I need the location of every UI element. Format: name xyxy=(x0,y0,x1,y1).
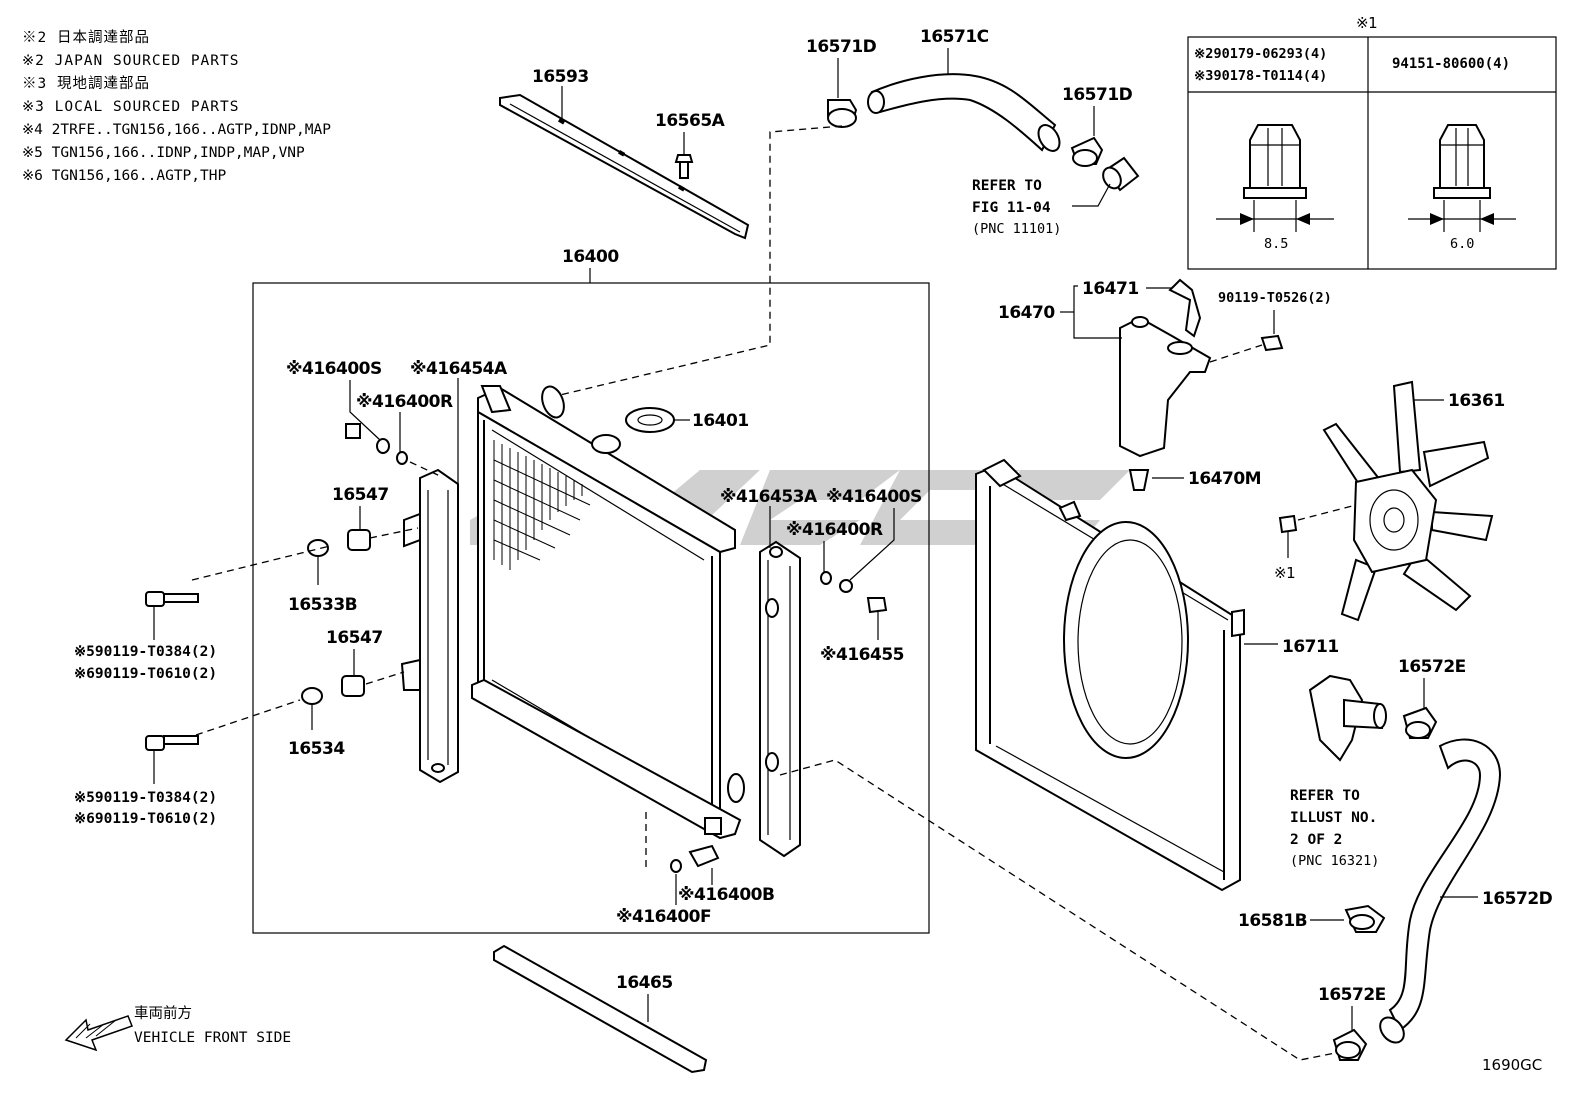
dim-right: 6.0 xyxy=(1450,236,1474,252)
table-right-header: 94151-80600(4) xyxy=(1392,56,1510,72)
label-16400F: ※416400F xyxy=(616,907,711,927)
label-16471: 16471 xyxy=(1082,279,1139,299)
label-16400R-a: ※416400R xyxy=(356,392,453,412)
refer-illust-line4: (PNC 16321) xyxy=(1290,853,1379,869)
label-16565A: 16565A xyxy=(655,111,726,131)
nut-spec-table: ※1 ※290179-06293(4) ※390178-T0114(4) 941… xyxy=(1187,14,1557,270)
upper-hose-group: 16571D 16571C 16571D xyxy=(806,27,1140,192)
refer-illust-line2: ILLUST NO. xyxy=(1290,810,1377,826)
label-16400B: ※416400B xyxy=(678,885,774,905)
nut-icon-left: 8.5 xyxy=(1216,124,1334,252)
part-16470-reservoir: 16471 16470 90119-T0526(2) 16470M xyxy=(998,278,1332,491)
label-16534: 16534 xyxy=(288,739,345,759)
leader-upper-hose xyxy=(559,125,843,396)
label-16547-b: 16547 xyxy=(326,628,383,648)
label-16400S-b: ※416400S xyxy=(826,487,922,507)
bushing-group: 16547 16533B 16547 16534 xyxy=(191,485,419,759)
label-16571D-b: 16571D xyxy=(1062,85,1133,105)
dim-left: 8.5 xyxy=(1264,236,1288,252)
bolt-lower: ※590119-T0384(2) ※690119-T0610(2) xyxy=(74,735,217,827)
label-16400R-b: ※416400R xyxy=(786,520,883,540)
core-hatching xyxy=(493,440,591,570)
label-bolt-b6: ※690119-T0610(2) xyxy=(74,811,217,827)
label-16400: 16400 xyxy=(562,247,619,267)
label-16455: ※416455 xyxy=(820,645,904,665)
part-16361-fan: 16361 ※1 xyxy=(1274,380,1505,622)
part-16453A-right-bracket: ※416453A xyxy=(720,487,818,858)
label-16465: 16465 xyxy=(616,973,673,993)
note-5: ※4 2TRFE..TGN156,166..AGTP,IDNP,MAP xyxy=(22,122,331,138)
label-bolt-a5: ※590119-T0384(2) xyxy=(74,644,217,660)
left-plug-group: ※416400S ※416400R xyxy=(286,359,453,477)
assembly-frame xyxy=(252,282,930,934)
lower-hose-group: REFER TO ILLUST NO. 2 OF 2 (PNC 16321) 1… xyxy=(1238,657,1553,1061)
label-16533B: 16533B xyxy=(288,595,357,615)
refer-illust-line1: REFER TO xyxy=(1290,788,1360,804)
label-16401: 16401 xyxy=(692,411,749,431)
label-16572E-a: 16572E xyxy=(1398,657,1466,677)
label-16470: 16470 xyxy=(998,303,1055,323)
radiator-core xyxy=(471,385,745,840)
label-16571D-a: 16571D xyxy=(806,37,877,57)
label-16453A: ※416453A xyxy=(720,487,818,507)
label-16547-a: 16547 xyxy=(332,485,389,505)
part-16454A-left-bracket: ※416454A xyxy=(400,359,508,784)
part-16593-upper-seal: 16593 xyxy=(499,67,750,240)
label-16572E-b: 16572E xyxy=(1318,985,1386,1005)
note-2: ※2 JAPAN SOURCED PARTS xyxy=(22,53,239,69)
label-16361: 16361 xyxy=(1448,391,1505,411)
label-16400S-a: ※416400S xyxy=(286,359,382,379)
table-left-line1: ※290179-06293(4) xyxy=(1194,46,1327,62)
vehicle-front-indicator: 車両前方 VEHICLE FRONT SIDE xyxy=(64,1005,291,1052)
label-16711: 16711 xyxy=(1282,637,1339,657)
note-6: ※5 TGN156,166..IDNP,INDP,MAP,VNP xyxy=(22,145,305,161)
refer-to-fig: REFER TO FIG 11-04 (PNC 11101) xyxy=(972,178,1111,237)
fan-mark: ※1 xyxy=(1274,564,1295,582)
refer-fig-line3: (PNC 11101) xyxy=(972,221,1061,237)
label-16571C: 16571C xyxy=(920,27,989,47)
label-16581B: 16581B xyxy=(1238,911,1307,931)
notes-block: ※2 日本調達部品 ※2 JAPAN SOURCED PARTS ※3 現地調達… xyxy=(22,29,331,184)
refer-fig-line2: FIG 11-04 xyxy=(972,200,1051,216)
leader-lower-hose xyxy=(779,759,1341,1061)
figure-code: 1690GC xyxy=(1482,1056,1542,1074)
label-16470M: 16470M xyxy=(1188,469,1261,489)
front-jp: 車両前方 xyxy=(134,1005,192,1022)
label-90119: 90119-T0526(2) xyxy=(1218,290,1332,306)
front-en: VEHICLE FRONT SIDE xyxy=(134,1030,291,1046)
nut-icon-right: 6.0 xyxy=(1408,124,1516,252)
table-left-line2: ※390178-T0114(4) xyxy=(1194,68,1327,84)
part-16711-fan-shroud: 16711 xyxy=(975,458,1339,892)
note-4: ※3 LOCAL SOURCED PARTS xyxy=(22,99,239,115)
note-1: ※2 日本調達部品 xyxy=(22,29,150,46)
bolt-upper: ※590119-T0384(2) ※690119-T0610(2) xyxy=(74,591,217,682)
right-plug-group: ※416400S ※416400R ※416455 xyxy=(786,487,922,665)
radiator-assembly-16400: 16400 xyxy=(191,247,930,934)
refer-fig-line1: REFER TO xyxy=(972,178,1042,194)
refer-illust-line3: 2 OF 2 xyxy=(1290,832,1342,848)
label-bolt-b5: ※590119-T0384(2) xyxy=(74,790,217,806)
table-mark: ※1 xyxy=(1356,14,1377,32)
table-frame xyxy=(1187,36,1557,270)
drain-group: ※416400B ※416400F xyxy=(616,812,775,927)
part-16465-lower-seal: 16465 xyxy=(493,944,708,1074)
label-16593: 16593 xyxy=(532,67,589,87)
note-7: ※6 TGN156,166..AGTP,THP xyxy=(22,168,226,184)
note-3: ※3 現地調達部品 xyxy=(22,75,150,92)
part-16565A-clip: 16565A xyxy=(655,111,726,179)
label-16572D: 16572D xyxy=(1482,889,1553,909)
part-16401-cap: 16401 xyxy=(625,407,749,433)
label-bolt-a6: ※690119-T0610(2) xyxy=(74,666,217,682)
label-16454A: ※416454A xyxy=(410,359,508,379)
